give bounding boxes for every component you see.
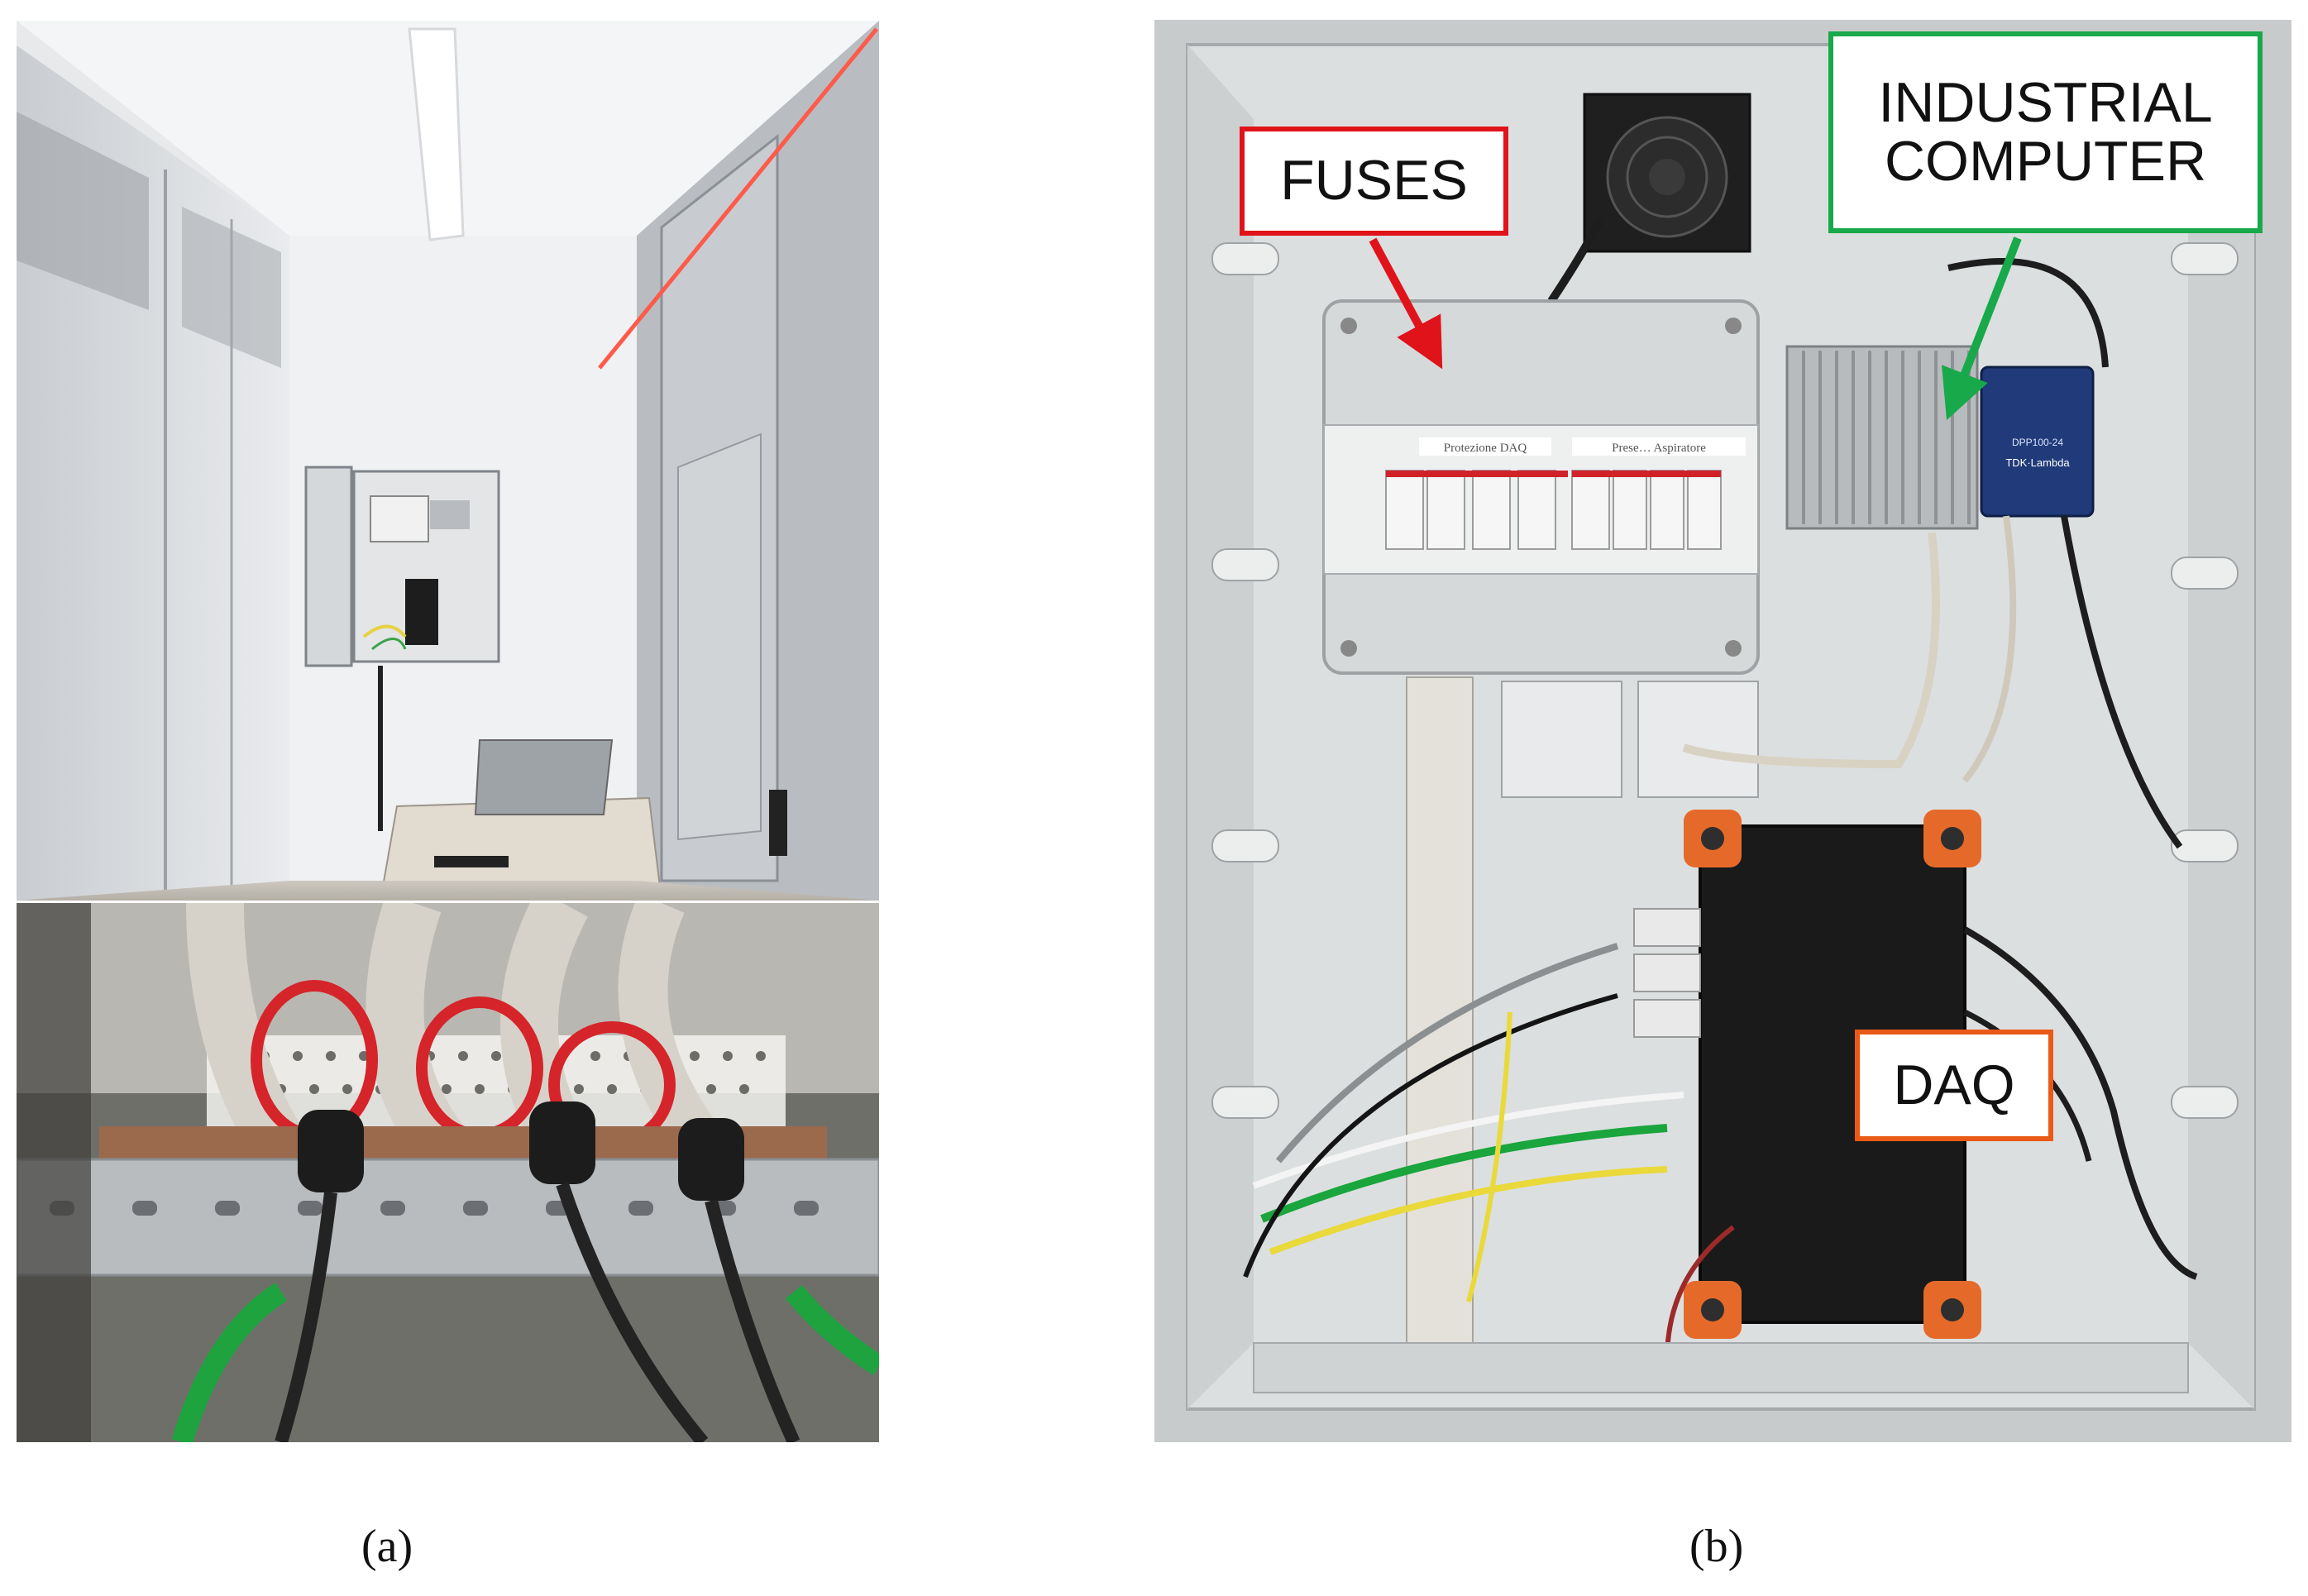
enclosure-interior-illustration: Protezione DAQ Prese… Aspiratore DPP100-… <box>1154 20 2291 1442</box>
callout-fuses-text: FUSES <box>1280 149 1468 213</box>
red-led-strip <box>598 27 878 370</box>
steel-strut <box>17 1158 879 1277</box>
fuse-label-left: Protezione DAQ <box>1444 442 1527 455</box>
cable-guides <box>1211 242 2239 1119</box>
socket-right <box>1637 681 1759 798</box>
terminal-blocks <box>1633 908 1701 1038</box>
ceiling-light <box>408 27 465 241</box>
callout-industrial-computer: INDUSTRIAL COMPUTER <box>1828 31 2263 233</box>
photo-current-clamps <box>17 903 879 1442</box>
callout-daq-text: DAQ <box>1893 1053 2015 1116</box>
fuse-label-right: Prese… Aspiratore <box>1612 442 1706 455</box>
current-clamps-illustration <box>17 903 879 1442</box>
electrical-room-illustration <box>17 21 879 901</box>
callout-fuses: FUSES <box>1240 127 1508 236</box>
laptop <box>474 739 614 815</box>
callout-daq: DAQ <box>1855 1030 2053 1141</box>
photo-enclosure-interior: Protezione DAQ Prese… Aspiratore DPP100-… <box>1154 20 2291 1442</box>
callout-computer-line1: INDUSTRIAL <box>1878 70 2213 134</box>
psu-model: DPP100-24 <box>2012 437 2063 448</box>
callout-computer-line2: COMPUTER <box>1884 130 2207 193</box>
caption-panel-b: (b) <box>1689 1521 1744 1572</box>
signal-wires <box>1260 1124 1668 1223</box>
power-supply <box>1980 366 2095 518</box>
breaker-row <box>1385 470 1722 550</box>
earth-cable <box>171 1282 288 1442</box>
clamp-connector <box>298 1110 364 1192</box>
caption-panel-a: (a) <box>361 1521 413 1572</box>
socket-left <box>1501 681 1622 798</box>
photo-electrical-room <box>17 21 879 901</box>
psu-brand: TDK·Lambda <box>2005 456 2070 469</box>
industrial-computer <box>1785 345 1979 530</box>
